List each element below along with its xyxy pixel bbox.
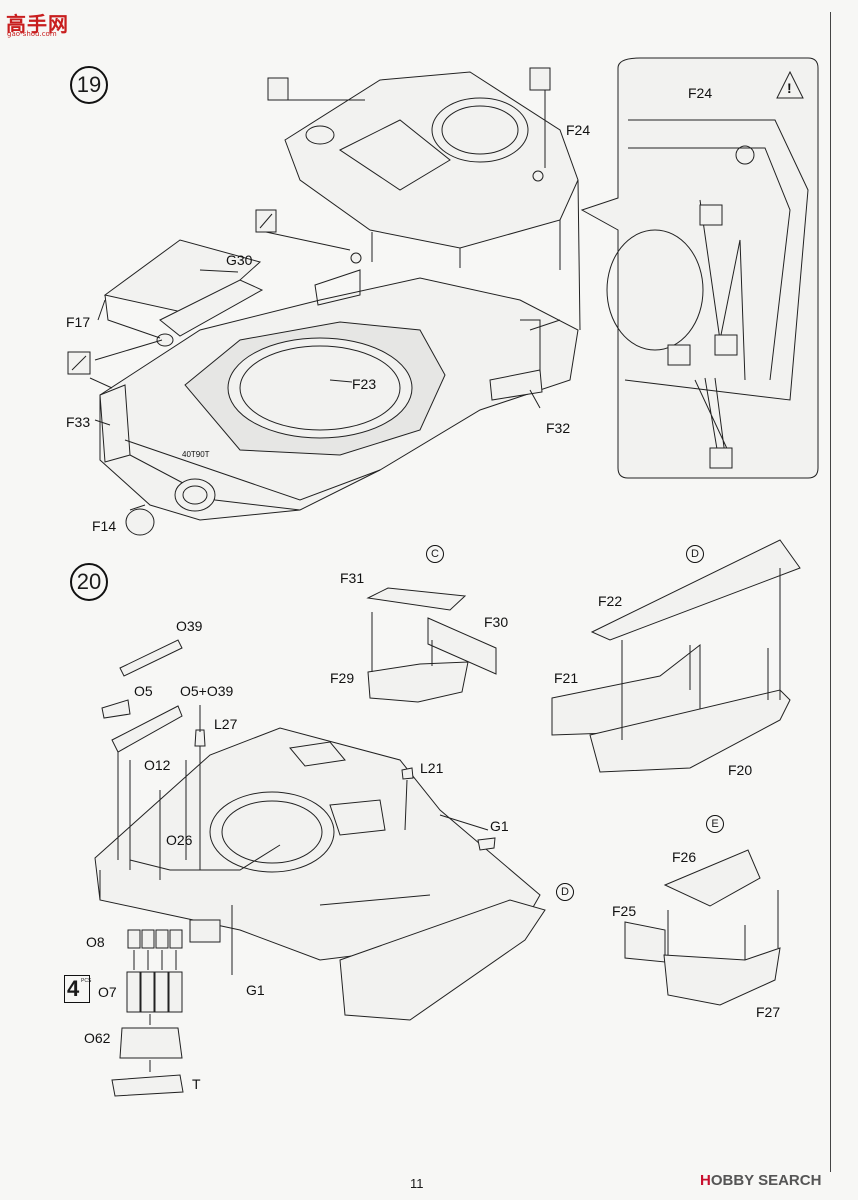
step-20-marker: 20: [70, 563, 108, 601]
hull-marking-text: 40T90T: [182, 450, 210, 459]
turret-ring-top: [431, 97, 529, 163]
part-f31: [366, 587, 467, 611]
part-g1: [477, 837, 496, 851]
watermark-b: OBBY SEARCH: [710, 1172, 822, 1189]
label-f14: F14: [92, 518, 117, 534]
label-f31: F31: [340, 570, 365, 586]
paint-mark-2: [714, 334, 738, 356]
label-f33: F33: [66, 414, 91, 430]
subassembly-e-box: [663, 947, 781, 1006]
label-o5-o39: O5+O39: [180, 683, 234, 699]
part-o5-o39: [111, 705, 183, 753]
label-f24: F24: [566, 122, 591, 138]
part-f14: [125, 508, 155, 536]
detail-title-f24: F24: [688, 85, 713, 101]
part-g30: [159, 279, 264, 337]
leader-lines-19: [89, 90, 546, 511]
part-o5: [101, 699, 131, 719]
pcs-count: 4: [67, 976, 80, 1001]
watermark: HOBBY SEARCH: [700, 1172, 821, 1189]
site-logo: 高手网 gao-shou.com: [6, 8, 70, 38]
subassembly-c-marker: C: [426, 545, 444, 563]
label-f23: F23: [352, 376, 377, 392]
pcs-count-box: 4 PCS: [64, 975, 92, 1003]
label-f20: F20: [728, 762, 753, 778]
label-g30: G30: [226, 252, 253, 268]
ref-d-marker: D: [556, 883, 574, 901]
label-f22: F22: [598, 593, 623, 609]
label-f27: F27: [756, 1004, 781, 1020]
label-f17: F17: [66, 314, 91, 330]
part-o39: [119, 639, 183, 677]
logo-url: gao-shou.com: [7, 30, 57, 38]
label-o8: O8: [86, 934, 105, 950]
pcs-unit: PCS: [81, 978, 92, 984]
label-o5: O5: [134, 683, 153, 699]
label-f29: F29: [330, 670, 355, 686]
paint-icon-a: [267, 77, 289, 101]
label-f25: F25: [612, 903, 637, 919]
warning-icon: [776, 70, 804, 99]
hull-wall-lines: [371, 179, 581, 331]
label-l21: L21: [420, 760, 444, 776]
part-f17-box: [103, 239, 262, 317]
page-frame: [12, 12, 831, 1172]
part-f32: [489, 369, 543, 401]
label-g1-bottom: G1: [246, 982, 265, 998]
part-o62: [119, 1027, 183, 1059]
paint-mark-3: [667, 344, 691, 366]
part-f26: [663, 849, 761, 907]
part-f25: [624, 921, 666, 963]
paint-mark-1: [699, 204, 723, 226]
step-19-marker: 19: [70, 66, 108, 104]
subassembly-d-marker: D: [686, 545, 704, 563]
subassembly-e-marker: E: [706, 815, 724, 833]
part-f21: [551, 643, 701, 736]
label-f32: F32: [546, 420, 571, 436]
label-f26: F26: [672, 849, 697, 865]
label-g1-right: G1: [490, 818, 509, 834]
label-t: T: [192, 1076, 201, 1092]
subassembly-c-box: [367, 661, 469, 703]
part-o8-group: [127, 929, 183, 949]
part-l27: [194, 729, 206, 747]
page-number: 11: [410, 1176, 424, 1191]
warning-mark-text: !: [787, 80, 792, 96]
label-o26: O26: [166, 832, 193, 848]
label-o12: O12: [144, 757, 171, 773]
label-l27: L27: [214, 716, 238, 732]
part-o7-group: [126, 971, 183, 1013]
part-t-track: [111, 1074, 184, 1097]
turret-ring-f23: [227, 337, 413, 439]
part-l21: [401, 767, 414, 780]
part-f24-deck: [284, 71, 579, 249]
logo-text: 高手网: [6, 12, 69, 36]
label-o62: O62: [84, 1030, 111, 1046]
paint-mark-4: [709, 447, 733, 469]
label-o39: O39: [176, 618, 203, 634]
part-d-sidepanel: [339, 899, 546, 1021]
label-f21: F21: [554, 670, 579, 686]
part-f30: [427, 617, 497, 675]
label-o7: O7: [98, 984, 117, 1000]
label-f30: F30: [484, 614, 509, 630]
watermark-a: H: [700, 1172, 711, 1189]
paint-icon-b: [529, 67, 551, 91]
part-f22: [590, 539, 801, 641]
